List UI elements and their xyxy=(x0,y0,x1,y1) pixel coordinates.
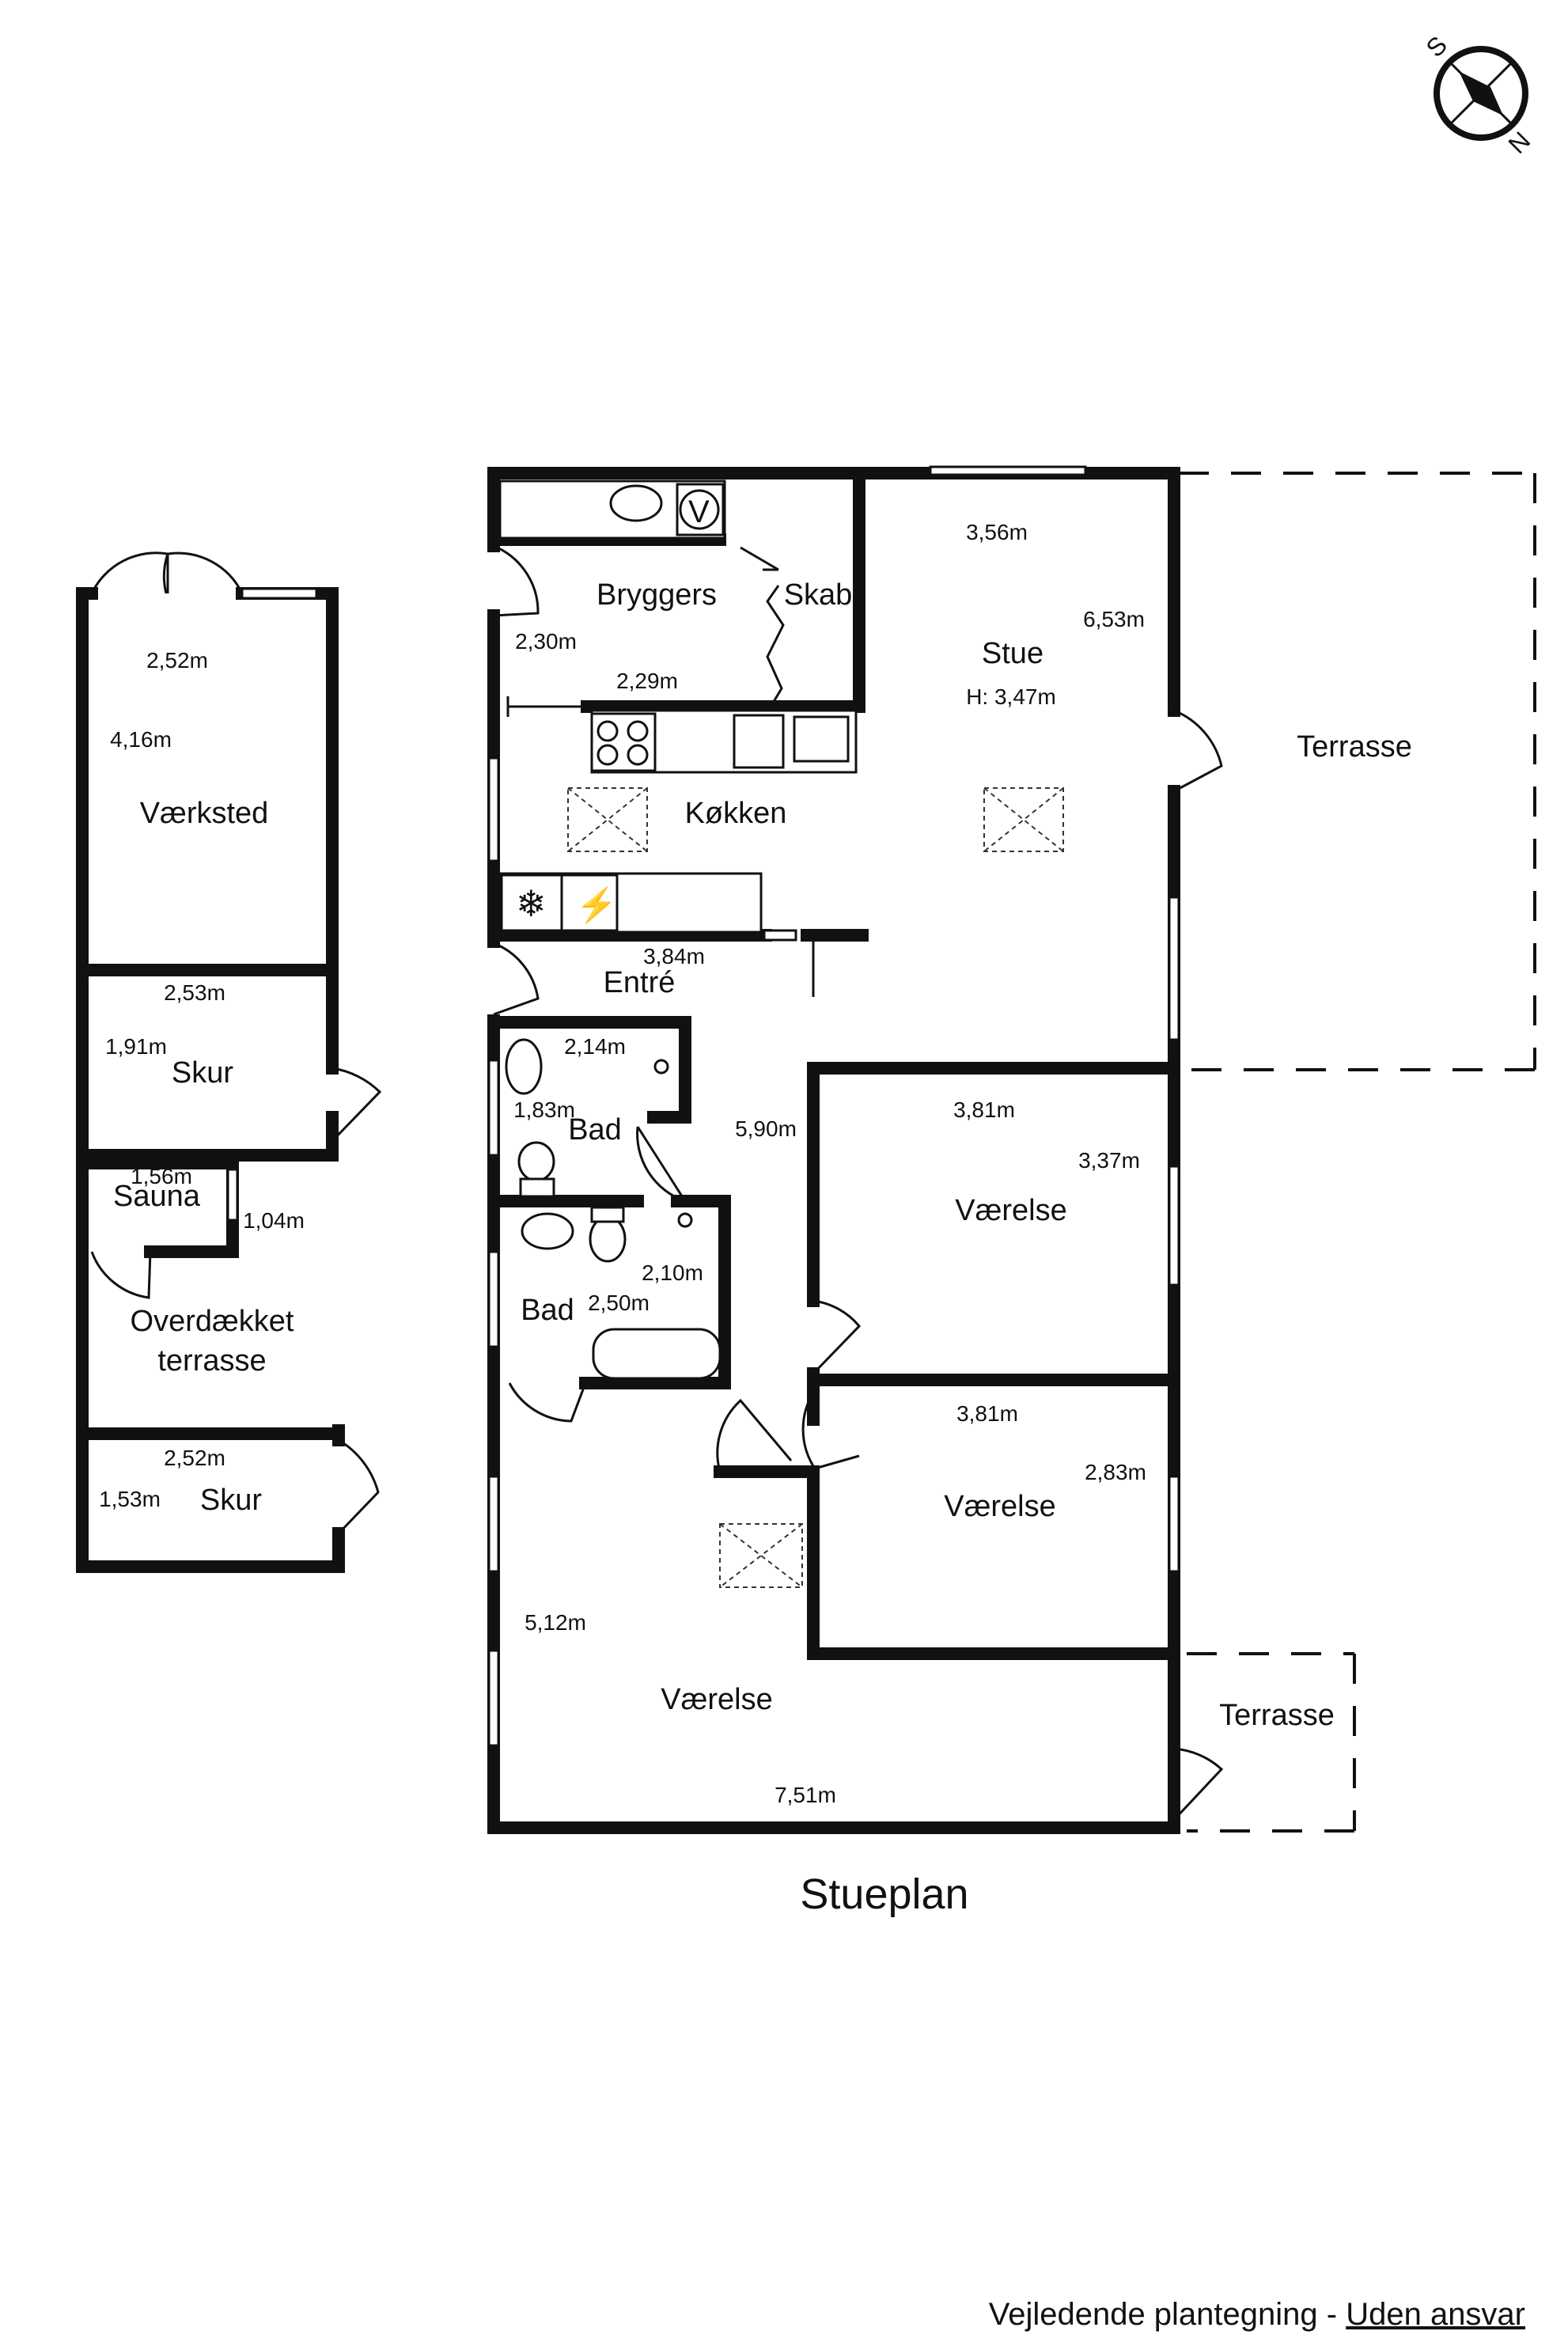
dim-bad2-height: 2,50m xyxy=(588,1291,650,1315)
room-overdaekket-label-2: terrasse xyxy=(157,1344,266,1378)
house-windows xyxy=(487,465,1180,1747)
terrace-outline-small xyxy=(1187,1652,1356,1833)
svg-text:⚡: ⚡ xyxy=(576,885,617,925)
skylights xyxy=(567,787,1064,1588)
svg-text:❄: ❄ xyxy=(516,883,547,924)
bryggers-sink-icon xyxy=(609,484,663,522)
dim-vaerksted-height: 4,16m xyxy=(110,727,172,752)
room-vaerelse3-label: Værelse xyxy=(661,1683,773,1716)
dim-vaerelse3-width: 7,51m xyxy=(775,1783,836,1807)
dim-vaerelse2-width: 3,81m xyxy=(956,1401,1018,1426)
compass-icon: S N xyxy=(1420,31,1536,160)
stue-height-label: H: 3,47m xyxy=(966,684,1056,709)
dim-bryggers-height: 2,30m xyxy=(515,629,577,654)
dim-sauna-width: 1,56m xyxy=(131,1164,192,1188)
terrace-outline-main xyxy=(1179,472,1536,1071)
outbuilding-walls xyxy=(76,587,345,1573)
room-entre-label: Entré xyxy=(604,966,676,999)
kitchen-sink-icon xyxy=(793,715,850,763)
oven-icon xyxy=(560,874,619,932)
room-koekken-label: Køkken xyxy=(685,797,787,830)
bad1-shower-icon xyxy=(653,1059,669,1075)
bad1-toilet-icon xyxy=(517,1141,555,1182)
bad2-shower-icon xyxy=(677,1212,693,1228)
room-overdaekket-label-1: Overdækket xyxy=(131,1305,294,1338)
room-terrasse2-label: Terrasse xyxy=(1219,1699,1335,1732)
dim-skur2-width: 2,52m xyxy=(164,1446,225,1470)
dim-sauna-height: 1,04m xyxy=(243,1208,305,1233)
footer-link[interactable]: Uden ansvar xyxy=(1346,2297,1525,2332)
bad1-sink-icon xyxy=(505,1038,543,1095)
dim-skur1-height: 1,91m xyxy=(105,1034,167,1059)
bad2-sink-icon xyxy=(521,1212,574,1250)
footer-prefix: Vejledende plantegning - xyxy=(989,2297,1346,2332)
dim-koekken-width: 3,84m xyxy=(643,944,705,968)
svg-text:V: V xyxy=(688,495,710,529)
dim-vaerelse1-height: 3,37m xyxy=(1078,1148,1140,1173)
room-skur1-label: Skur xyxy=(172,1056,233,1090)
dim-stue-height: 6,53m xyxy=(1083,607,1145,631)
house-fixtures: V ❄ ⚡ xyxy=(498,479,858,1380)
dim-bad1-width: 2,14m xyxy=(564,1034,626,1059)
footer-text: Vejledende plantegning - Uden ansvar xyxy=(989,2297,1525,2332)
room-skur2-label: Skur xyxy=(200,1484,262,1517)
dim-skur2-height: 1,53m xyxy=(99,1487,161,1511)
outbuilding-openings xyxy=(90,551,382,1535)
room-vaerelse2-label: Værelse xyxy=(944,1490,1056,1523)
room-skab-label: Skab xyxy=(784,578,853,612)
dim-vaerelse3-height: 5,12m xyxy=(525,1610,586,1635)
room-bad2-label: Bad xyxy=(521,1294,574,1327)
dim-bryggers-width: 2,29m xyxy=(616,669,678,693)
house-walls xyxy=(487,467,1180,1834)
room-bad1-label: Bad xyxy=(568,1113,622,1147)
bathtub-icon xyxy=(592,1328,722,1380)
dim-vaerelse2-height: 2,83m xyxy=(1085,1460,1146,1484)
dim-bad2-width: 2,10m xyxy=(642,1260,703,1285)
room-terrasse1-label: Terrasse xyxy=(1297,730,1412,764)
dim-vaerelse1-width: 3,81m xyxy=(953,1097,1015,1122)
plan-title: Stueplan xyxy=(800,1871,968,1918)
room-bryggers-label: Bryggers xyxy=(597,578,717,612)
dim-entre-height: 5,90m xyxy=(735,1116,797,1141)
room-vaerelse1-label: Værelse xyxy=(955,1194,1067,1227)
compass-s-label: S xyxy=(1420,31,1452,63)
dim-bad1-height: 1,83m xyxy=(513,1097,575,1122)
house-doors xyxy=(493,544,1224,1821)
dim-stue-width: 3,56m xyxy=(966,520,1028,544)
room-vaerksted-label: Værksted xyxy=(140,797,269,830)
dim-vaerksted-width: 2,52m xyxy=(146,648,208,673)
dim-skur1-width: 2,53m xyxy=(164,980,225,1005)
room-stue-label: Stue xyxy=(982,637,1043,670)
room-sauna-label: Sauna xyxy=(113,1180,201,1213)
bad2-toilet-icon xyxy=(589,1215,627,1263)
dishwasher-icon xyxy=(733,714,785,769)
